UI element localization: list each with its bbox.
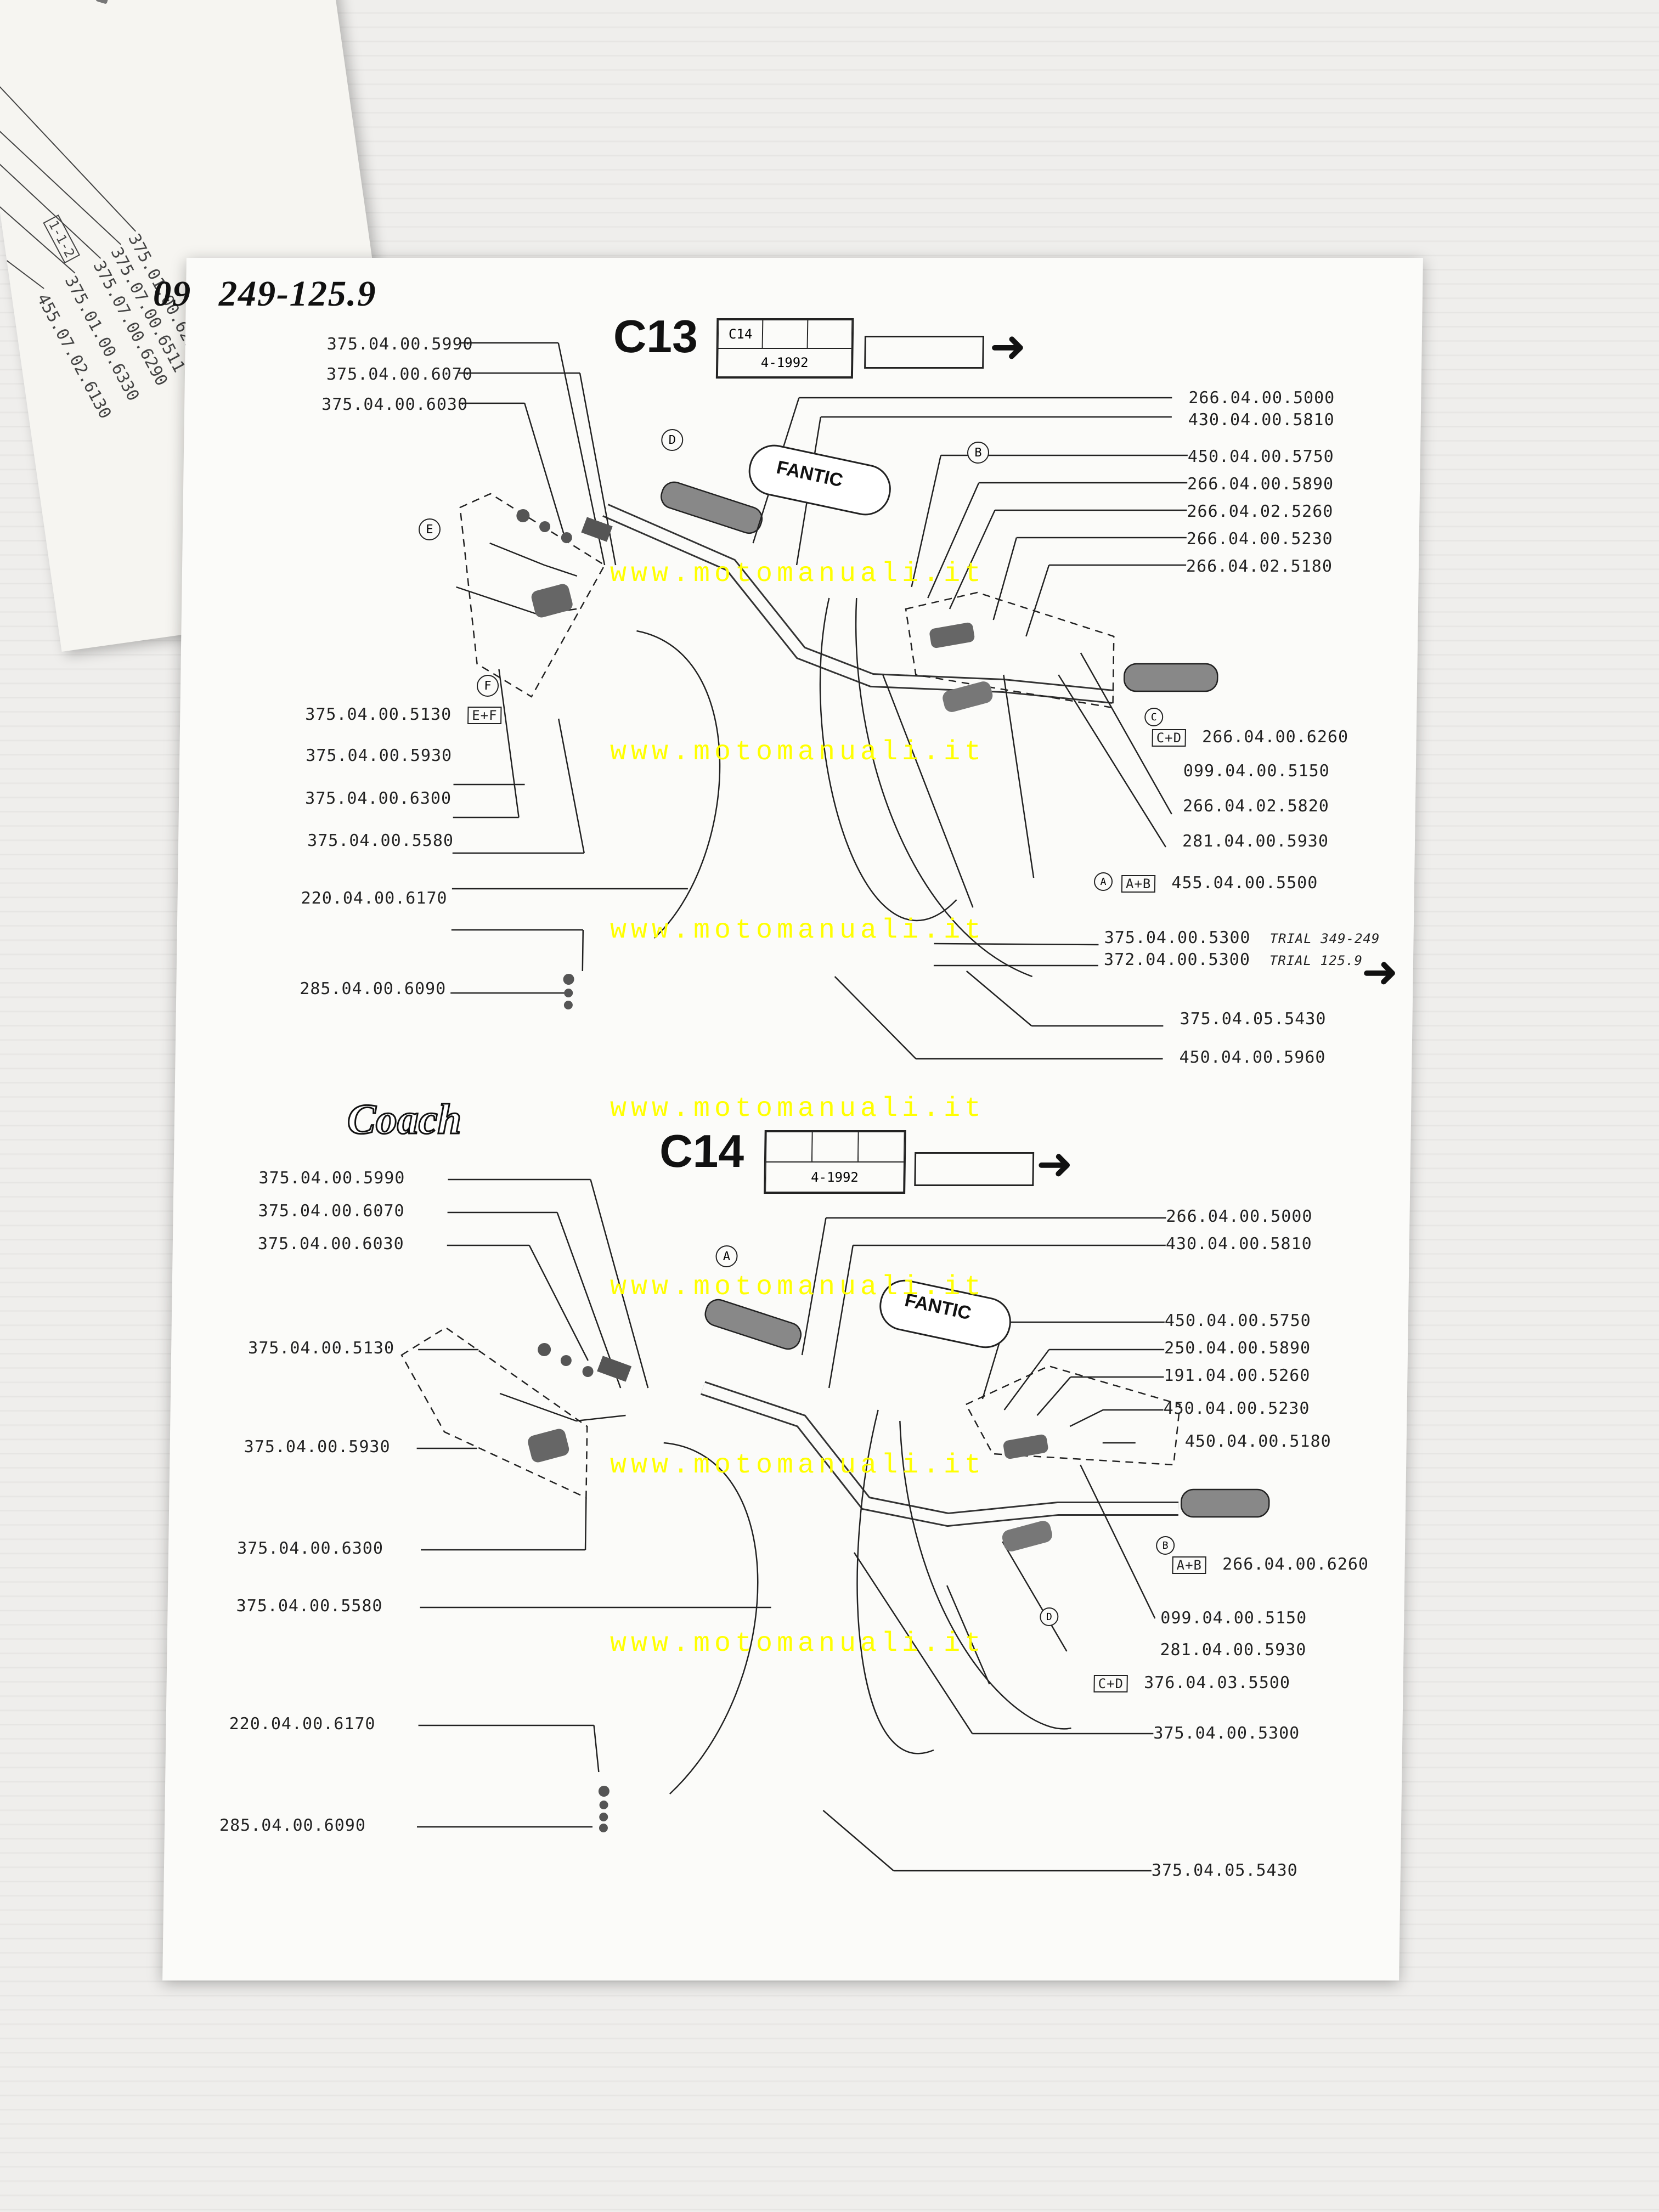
c14-left-part-1: 375.04.00.5990 [258,1169,405,1188]
c14-left-part-3: 375.04.00.6030 [257,1234,404,1254]
c14-right-part-11: C+D 376.04.03.5500 [1093,1673,1290,1692]
c14-right-part-12: 375.04.00.5300 [1153,1724,1300,1743]
c14-right-part-1: 266.04.00.5000 [1166,1207,1313,1226]
watermark-2: www.motomanuali.it [610,737,986,768]
c14-right-part-13: 375.04.05.5430 [1151,1861,1298,1880]
c14-right-part-7: 450.04.00.5180 [1184,1432,1331,1451]
c14-right-part-4: 250.04.00.5890 [1164,1339,1311,1358]
c14-right-part-10: 281.04.00.5930 [1160,1640,1307,1660]
c14-right-part-8-code: 266.04.00.6260 [1222,1555,1369,1574]
watermark-4: www.motomanuali.it [610,1093,986,1125]
watermark-7: www.motomanuali.it [610,1628,986,1660]
c14-right-part-5: 191.04.00.5260 [1164,1366,1311,1385]
c14-right-part-2: 430.04.00.5810 [1165,1234,1312,1254]
watermark-6: www.motomanuali.it [610,1450,986,1481]
parts-catalog-page: 09 249-125.9 C13 C14 4-1992 ➜ [153,258,1423,1980]
watermark-5: www.motomanuali.it [610,1272,986,1303]
c14-left-part-6: 375.04.00.6300 [236,1539,384,1558]
watermark-1: www.motomanuali.it [610,558,986,590]
c14-box-ab: A+B [1172,1556,1207,1574]
c14-box-cd: C+D [1093,1675,1128,1692]
watermark-3: www.motomanuali.it [610,915,986,946]
c14-left-part-8: 220.04.00.6170 [229,1714,376,1734]
c14-right-part-11-code: 376.04.03.5500 [1143,1673,1291,1692]
left-booklet-page: 375.01.00.6290 375.07.00.6511 375.07.00.… [0,0,421,652]
c14-left-part-5: 375.04.00.5930 [244,1437,391,1457]
c14-left-part-4: 375.04.00.5130 [247,1339,395,1358]
c14-right-part-8: A+B 266.04.00.6260 [1172,1555,1369,1574]
c14-right-part-6: 450.04.00.5230 [1163,1399,1310,1418]
c14-right-part-3: 450.04.00.5750 [1164,1311,1311,1330]
c14-diagram [400,1178,1270,1872]
left-page-lines [0,64,136,289]
c14-left-part-7: 375.04.00.5580 [236,1596,383,1616]
c13-diagram [450,342,1218,1060]
c14-left-part-9: 285.04.00.6090 [219,1816,366,1835]
c14-right-part-9: 099.04.00.5150 [1160,1609,1307,1628]
c14-left-part-2: 375.04.00.6070 [258,1201,405,1221]
